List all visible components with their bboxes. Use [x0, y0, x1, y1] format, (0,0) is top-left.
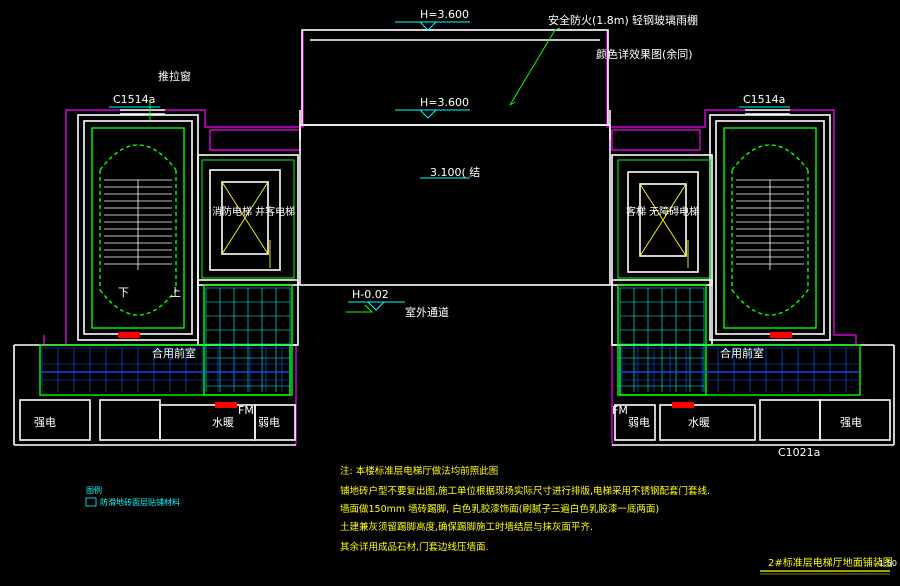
note-1: 铺地砖户型不要复出图,施工单位根据现场实际尺寸进行排版,电梯采用不锈钢配套门套线…	[340, 485, 710, 497]
annotation-text: H=3.600 H=3.600 安全防火(1.8m) 轻钢玻璃雨棚 颜色详效果图…	[34, 8, 862, 459]
elevator-left-label: 消防电梯 井客电梯	[212, 205, 295, 218]
water-left-label: 水暖	[212, 416, 234, 429]
outdoor-passage-label: 室外通道	[405, 305, 449, 319]
fm-right-label: FM	[612, 404, 628, 417]
safety-rail-label: 安全防火(1.8m)	[548, 13, 629, 27]
window-left-label: C1514a	[113, 93, 155, 106]
leaders	[149, 27, 561, 313]
fm-left-label: FM	[238, 404, 254, 417]
stair-down-label: 下	[118, 286, 129, 299]
weak-elec-right-label: 弱电	[628, 416, 650, 429]
lobby-left-label: 合用前室	[152, 346, 196, 360]
note-3: 土建兼灰须留踢脚高度,确保踢脚施工时墙结层与抹灰面平齐.	[340, 521, 593, 533]
door-marks	[118, 332, 792, 408]
canopy-glass-label: 轻钢玻璃雨棚	[632, 13, 698, 27]
stair-treads	[104, 179, 804, 270]
elev-canopy-label: H=3.600	[420, 96, 469, 109]
lobby-right-label: 合用前室	[720, 346, 764, 360]
stair-up-label: 上	[170, 286, 181, 299]
title-block: 2#标准层电梯厅地面铺装图 1:50	[760, 556, 897, 575]
legend-swatch	[85, 497, 97, 507]
general-notes: 注: 本楼标准层电梯厅做法均前照此图 铺地砖户型不要复出图,施工单位根据现场实际…	[340, 465, 710, 553]
sliding-window-label: 推拉窗	[158, 69, 191, 83]
legend: 图例 防滑地砖面层贴铺材料	[85, 485, 180, 507]
strong-elec-right-label: 强电	[840, 416, 862, 429]
strong-elec-left-label: 强电	[34, 416, 56, 429]
canopy-struct-label: 3.100( 结	[430, 166, 480, 179]
window-right-label: C1514a	[743, 93, 785, 106]
legend-title: 图例	[86, 485, 102, 495]
floor-tile-grid	[40, 287, 860, 392]
elevator-right-label: 客梯 无障碍电梯	[626, 205, 699, 218]
drawing-scale: 1:50	[879, 559, 897, 568]
note-2: 墙面做150mm 墙砖踢脚, 白色乳胶漆饰面(刷腻子三遍白色乳胶漆一底两面)	[340, 503, 659, 515]
weak-elec-left-label: 弱电	[258, 416, 280, 429]
color-ref-label: 颜色详效果图(余同)	[596, 47, 693, 61]
elev-ground-label: H-0.02	[352, 288, 389, 301]
elev-top-label: H=3.600	[420, 8, 469, 21]
fm-window-label: C1021a	[778, 446, 820, 459]
note-title: 注: 本楼标准层电梯厅做法均前照此图	[340, 465, 498, 477]
legend-item: 防滑地砖面层贴铺材料	[100, 497, 180, 507]
drawing-title: 2#标准层电梯厅地面铺装图	[768, 556, 893, 569]
elevator-crosses	[221, 181, 689, 268]
elevation-markers	[109, 21, 790, 311]
note-4: 其余详用成品石材,门套边线压墙面.	[340, 541, 489, 553]
water-right-label: 水暖	[688, 416, 710, 429]
